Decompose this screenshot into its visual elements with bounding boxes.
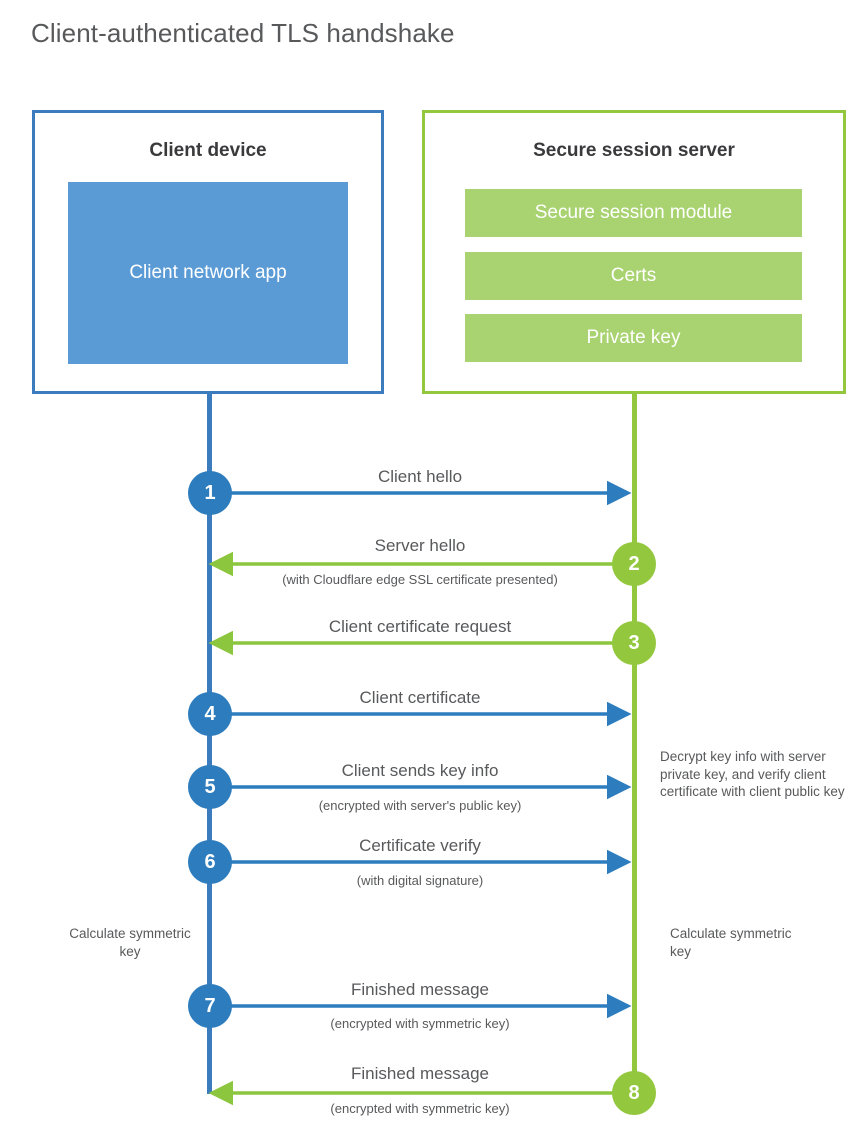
- note-client-calculate-symmetric-key: Calculate symmetric key: [69, 926, 191, 959]
- client-lifeline: [207, 394, 212, 1094]
- client-device-box: Client device Client network app: [32, 110, 384, 394]
- message-sublabel-2: (with Cloudflare edge SSL certificate pr…: [282, 572, 558, 587]
- server-component-private-key: Private key: [465, 314, 802, 362]
- message-sublabel-5: (encrypted with server's public key): [318, 798, 522, 813]
- step-number: 2: [628, 552, 640, 575]
- message-label-5: Client sends key info: [341, 761, 499, 780]
- server-component-label: Certs: [610, 265, 657, 286]
- client-network-app-label: Client network app: [129, 262, 287, 283]
- step-badge-2[interactable]: 2: [612, 542, 656, 586]
- message-label-7: Finished message: [351, 980, 489, 999]
- page-title: Client-authenticated TLS handshake: [31, 18, 455, 48]
- client-device-title: Client device: [149, 140, 267, 161]
- step-number: 1: [204, 481, 216, 504]
- secure-session-server-box: Secure session server Secure session mod…: [422, 110, 846, 394]
- step-badge-8[interactable]: 8: [612, 1071, 656, 1115]
- server-component-certs: Certs: [465, 252, 802, 300]
- secure-session-server-title: Secure session server: [533, 140, 735, 161]
- step-number: 7: [204, 994, 216, 1017]
- server-component-label: Private key: [586, 327, 681, 348]
- server-component-label: Secure session module: [534, 202, 733, 223]
- step-badge-4[interactable]: 4: [188, 692, 232, 736]
- message-label-1: Client hello: [377, 467, 463, 486]
- step-badge-7[interactable]: 7: [188, 984, 232, 1028]
- step-number: 5: [204, 775, 216, 798]
- client-network-app-block: Client network app: [68, 182, 348, 364]
- step-number: 8: [628, 1081, 640, 1104]
- server-component-secure-session-module: Secure session module: [465, 189, 802, 237]
- note-server-decrypt: Decrypt key info with server private key…: [660, 749, 845, 799]
- step-badge-6[interactable]: 6: [188, 840, 232, 884]
- message-sublabel-8: (encrypted with symmetric key): [330, 1101, 510, 1116]
- step-number: 4: [204, 702, 216, 725]
- message-label-8: Finished message: [351, 1064, 489, 1083]
- step-number: 3: [628, 631, 640, 654]
- message-label-3: Client certificate request: [328, 617, 512, 636]
- server-lifeline: [632, 394, 637, 1094]
- step-badge-5[interactable]: 5: [188, 765, 232, 809]
- message-label-6: Certificate verify: [359, 836, 481, 855]
- step-badge-1[interactable]: 1: [188, 471, 232, 515]
- message-sublabel-7: (encrypted with symmetric key): [330, 1016, 510, 1031]
- note-server-calculate-symmetric-key: Calculate symmetric key: [670, 926, 792, 959]
- step-number: 6: [204, 850, 216, 873]
- message-label-2: Server hello: [374, 536, 466, 555]
- step-badge-3[interactable]: 3: [612, 621, 656, 665]
- message-label-4: Client certificate: [359, 688, 481, 707]
- message-sublabel-6: (with digital signature): [356, 873, 484, 888]
